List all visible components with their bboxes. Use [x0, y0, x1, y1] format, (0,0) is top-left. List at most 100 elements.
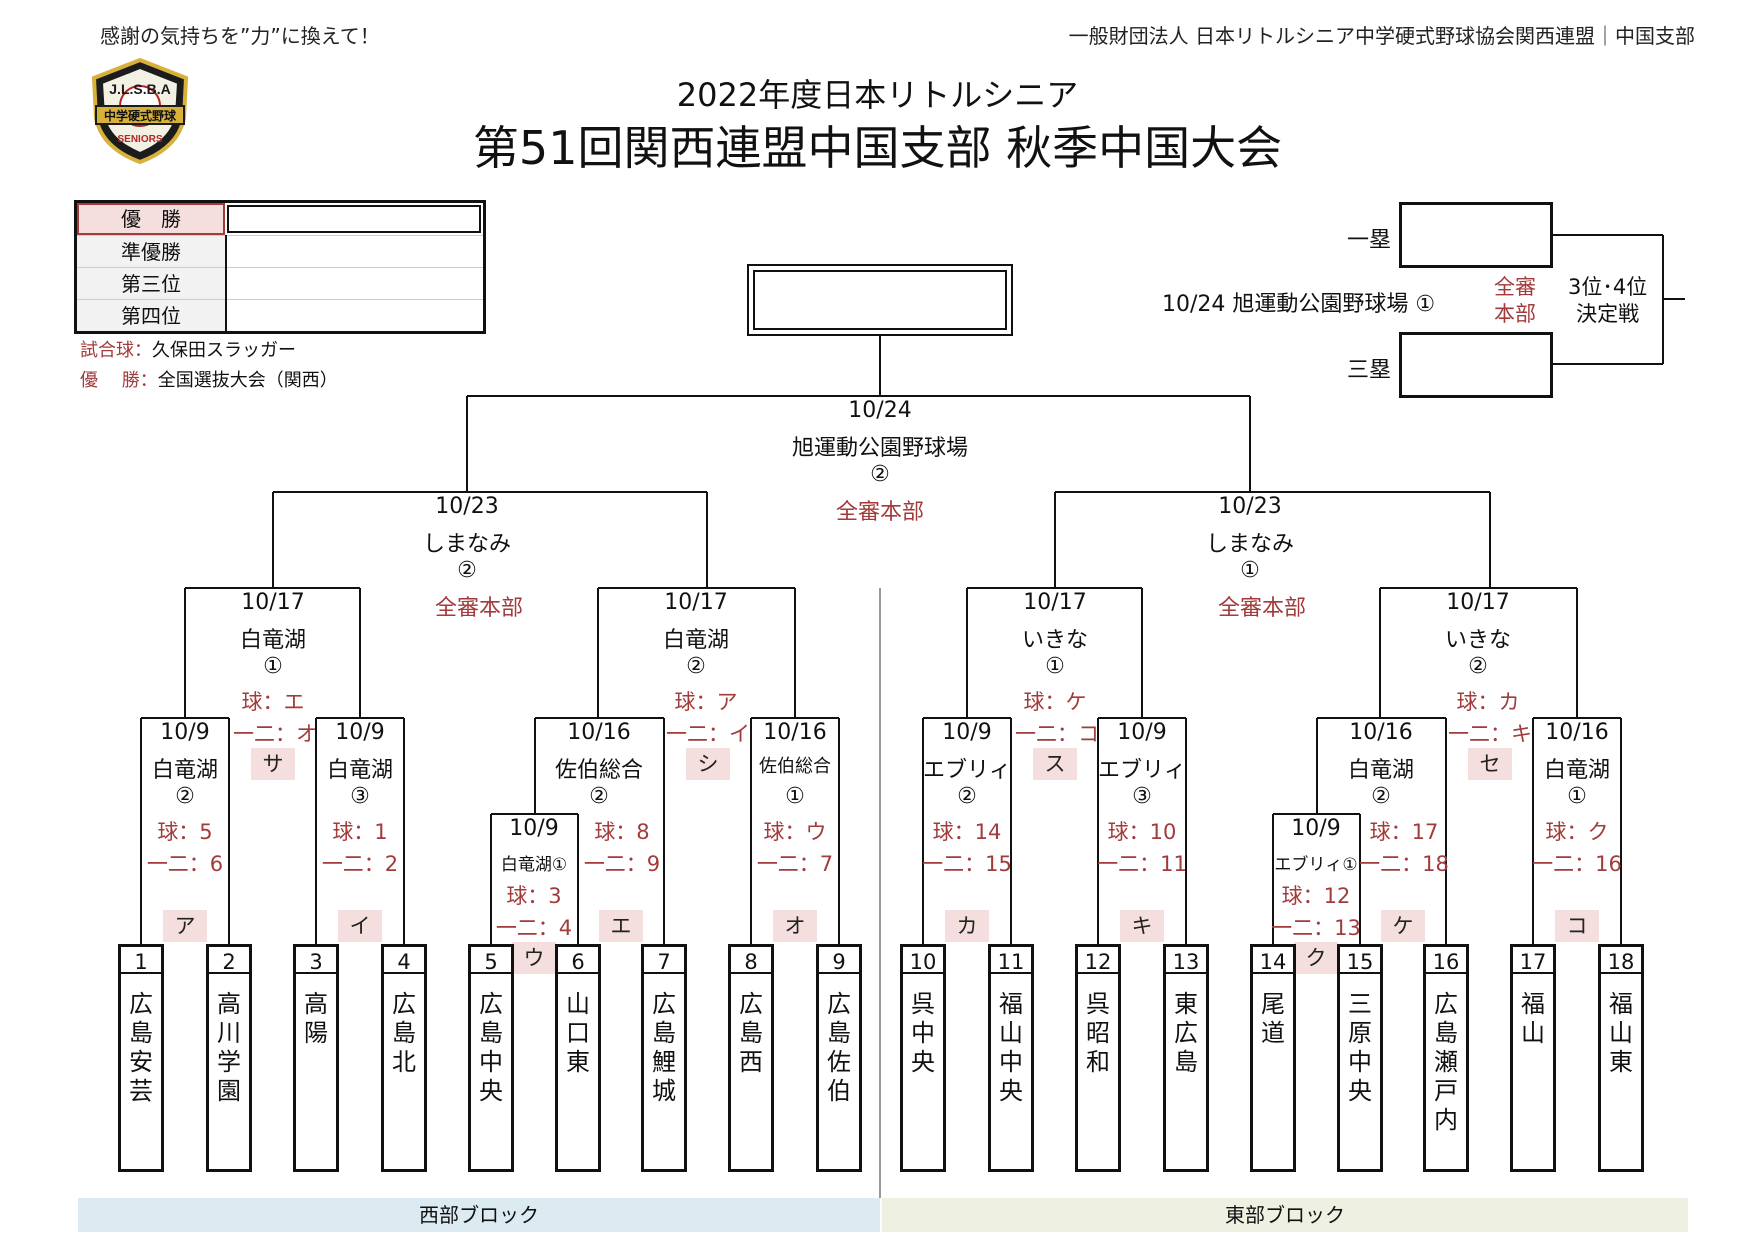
r1-6-venue: エブリィ: [1097, 758, 1186, 783]
results-value-runner-up[interactable]: [227, 235, 483, 267]
qf-1-venue: 白竜湖: [239, 628, 306, 653]
prelim-2-ball: 球：12: [1281, 884, 1351, 908]
r1-4-field: ①: [785, 784, 805, 809]
qf-3-date: 10/17: [1023, 590, 1087, 615]
svg-text:中学硬式野球: 中学硬式野球: [104, 108, 177, 123]
third-place-slot-1: [1399, 202, 1553, 268]
qf-3-venue: いきな: [1021, 628, 1088, 653]
results-value-third[interactable]: [227, 267, 483, 299]
r1-6-ball: 球：10: [1107, 820, 1177, 844]
r1-1-field: ②: [175, 784, 195, 809]
r1-1-code: ア: [163, 910, 207, 942]
final-field: ②: [870, 462, 890, 487]
r1-6-umps: 一二：11: [1097, 852, 1187, 876]
r1-5-code: カ: [945, 910, 989, 942]
qf-4-date: 10/17: [1446, 590, 1510, 615]
r1-7-ball: 球：17: [1369, 820, 1439, 844]
r1-8-date: 10/16: [1545, 720, 1609, 745]
first-base-label: 一塁: [1347, 228, 1392, 253]
prelim-1-umps: 一二：4: [495, 916, 573, 940]
r1-3-ball: 球：8: [594, 820, 650, 844]
r1-4-venue: 佐伯総合: [759, 756, 831, 777]
qf-2-code: シ: [686, 748, 730, 780]
prelim-2-date: 10/9: [1291, 816, 1341, 841]
west-block-label: 西部ブロック: [78, 1198, 880, 1232]
qf-1-date: 10/17: [241, 590, 305, 615]
header-motto: 感謝の気持ちを”力”に換えて！: [100, 24, 380, 48]
r1-3-venue: 佐伯総合: [554, 758, 643, 783]
qf-1-code: サ: [251, 748, 295, 780]
qf-3-code: ス: [1033, 748, 1077, 780]
final-date: 10/24: [848, 398, 912, 423]
r1-4-umps: 一二：7: [756, 852, 834, 876]
qf-1-umps: 一二：オ: [233, 722, 317, 746]
qf-1-ball: 球：エ: [241, 690, 305, 714]
r1-1-venue: 白竜湖: [151, 758, 218, 783]
tournament-title: 第51回関西連盟中国支部 秋季中国大会: [472, 121, 1283, 175]
qf-2-venue: 白竜湖: [662, 628, 729, 653]
r1-5-ball: 球：14: [932, 820, 1002, 844]
results-label-third: 第三位: [77, 267, 225, 299]
r1-3-code: エ: [599, 910, 643, 942]
qf-4-field: ②: [1468, 654, 1488, 679]
r1-2-venue: 白竜湖: [326, 758, 393, 783]
r1-3-umps: 一二：9: [583, 852, 661, 876]
prelim-2-umps: 一二：13: [1271, 916, 1361, 940]
r1-7-code: ケ: [1381, 910, 1425, 942]
qf-3-ball: 球：ケ: [1023, 690, 1087, 714]
r1-7-umps: 一二：18: [1359, 852, 1449, 876]
qf-4-code: セ: [1468, 748, 1512, 780]
third-place-umpire: 全審本部: [1494, 275, 1536, 326]
qf-1-field: ①: [263, 654, 283, 679]
semi-1-venue: しまなみ: [422, 532, 511, 557]
semi-2-date: 10/23: [1218, 494, 1282, 519]
qf-3-umps: 一二：コ: [1015, 722, 1099, 746]
qf-4-venue: いきな: [1444, 628, 1511, 653]
r1-2-date: 10/9: [335, 720, 385, 745]
qf-2-ball: 球：ア: [674, 690, 738, 714]
results-value-champion[interactable]: [227, 205, 481, 233]
semi-1-date: 10/23: [435, 494, 499, 519]
qf-3-field: ①: [1045, 654, 1065, 679]
r1-8-ball: 球：ク: [1545, 820, 1609, 844]
r1-7-date: 10/16: [1349, 720, 1413, 745]
results-label-champion: 優 勝: [77, 203, 225, 235]
r1-4-code: オ: [773, 910, 817, 942]
r1-7-venue: 白竜湖: [1347, 758, 1414, 783]
third-base-label: 三塁: [1347, 358, 1392, 383]
r1-6-date: 10/9: [1117, 720, 1167, 745]
r1-8-umps: 一二：16: [1532, 852, 1622, 876]
prelim-1-date: 10/9: [509, 816, 559, 841]
qf-4-ball: 球：カ: [1456, 690, 1520, 714]
semi-1-umpire: 全審本部: [434, 596, 523, 621]
semi-2-field: ①: [1240, 558, 1260, 583]
r1-5-umps: 一二：15: [922, 852, 1012, 876]
prelim-2-venue: エブリィ①: [1274, 855, 1358, 875]
r1-7-field: ②: [1371, 784, 1391, 809]
semi-2-venue: しまなみ: [1205, 532, 1294, 557]
r1-2-umps: 一二：2: [321, 852, 399, 876]
prelim-1-ball: 球：3: [506, 884, 562, 908]
results-value-fourth[interactable]: [227, 299, 483, 331]
r1-8-code: コ: [1555, 910, 1599, 942]
semi-1-field: ②: [457, 558, 477, 583]
prelim-2-code: ク: [1294, 942, 1338, 974]
east-block-label: 東部ブロック: [882, 1198, 1688, 1232]
results-label-fourth: 第四位: [77, 299, 225, 331]
r1-4-ball: 球：ウ: [763, 820, 827, 844]
r1-3-date: 10/16: [567, 720, 631, 745]
prelim-1-venue: 白竜湖①: [500, 855, 568, 875]
qf-2-date: 10/17: [664, 590, 728, 615]
r1-2-ball: 球：1: [332, 820, 388, 844]
note-champion-qualifies: 優 勝：全国選抜大会（関西）: [80, 370, 338, 391]
r1-5-field: ②: [957, 784, 977, 809]
champion-box: [747, 264, 1013, 336]
jlsba-logo: J.L.S.B.A 中学硬式野球 SENIORS: [88, 56, 192, 166]
title-line-1: 2022年度日本リトルシニア: [676, 76, 1079, 114]
third-place-label: 3位･4位決定戦: [1568, 275, 1648, 326]
final-venue: 旭運動公園野球場: [791, 436, 968, 461]
r1-5-date: 10/9: [942, 720, 992, 745]
r1-2-code: イ: [338, 910, 382, 942]
r1-8-venue: 白竜湖: [1543, 758, 1610, 783]
